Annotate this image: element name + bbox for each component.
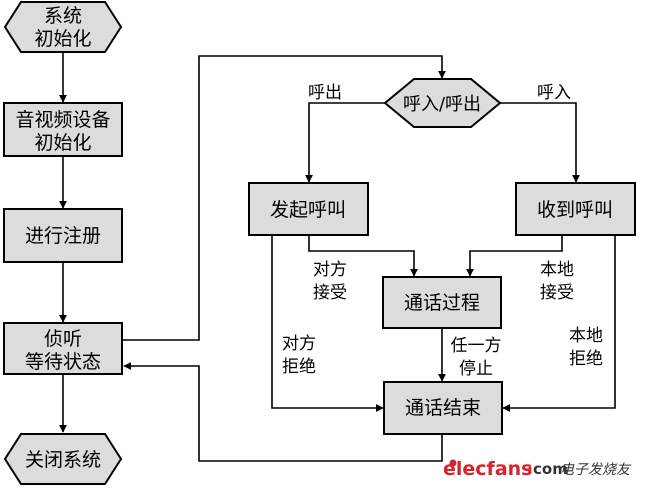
arrow-receive-reject-to-end-call bbox=[502, 235, 616, 412]
node-av-init-line2: 初始化 bbox=[34, 132, 91, 154]
label-remote-reject-1: 对方 bbox=[282, 334, 316, 354]
node-start-line1: 系统 bbox=[44, 5, 82, 27]
arrow-initiate-reject-to-end-call bbox=[271, 235, 384, 412]
label-local-accept-1: 本地 bbox=[540, 260, 574, 280]
node-av-init-line1: 音视频设备 bbox=[15, 109, 110, 131]
node-listen-line1: 侦听 bbox=[44, 328, 82, 350]
watermark-separator: · bbox=[527, 459, 533, 478]
connectors bbox=[59, 52, 616, 462]
label-call-out: 呼出 bbox=[308, 83, 342, 103]
label-local-reject-1: 本地 bbox=[569, 326, 603, 346]
label-remote-accept-1: 对方 bbox=[313, 260, 347, 280]
node-register-label: 进行注册 bbox=[25, 225, 101, 247]
node-end-call-label: 通话结束 bbox=[405, 397, 481, 419]
node-initiate: 发起呼叫 bbox=[248, 182, 369, 236]
label-either-stop-2: 停止 bbox=[459, 359, 493, 379]
watermark-brand: elecfans bbox=[443, 458, 532, 480]
watermark-logo: elecfans · com 电子发烧友 bbox=[443, 458, 632, 480]
node-in-call-label: 通话过程 bbox=[404, 292, 480, 314]
watermark-cn: 电子发烧友 bbox=[560, 462, 632, 478]
node-start-line2: 初始化 bbox=[34, 28, 91, 50]
label-remote-accept-2: 接受 bbox=[313, 283, 347, 303]
node-start: 系统 初始化 bbox=[3, 1, 123, 53]
node-in-call: 通话过程 bbox=[382, 276, 502, 329]
watermark-dot-icon bbox=[449, 459, 457, 467]
arrow-end-call-to-listen bbox=[123, 362, 443, 462]
label-local-accept-2: 接受 bbox=[540, 283, 574, 303]
node-register: 进行注册 bbox=[3, 208, 123, 263]
arrow-decision-to-receive bbox=[499, 102, 580, 183]
node-close: 关闭系统 bbox=[3, 433, 123, 485]
node-listen: 侦听 等待状态 bbox=[3, 322, 123, 375]
watermark-suffix: com bbox=[533, 460, 568, 478]
label-local-reject-2: 拒绝 bbox=[569, 349, 603, 369]
node-av-init: 音视频设备 初始化 bbox=[3, 102, 123, 157]
arrow-listen-to-decision bbox=[122, 55, 446, 341]
node-decision: 呼入/呼出 bbox=[383, 78, 502, 128]
arrow-decision-to-initiate bbox=[305, 102, 385, 183]
edge-labels: 呼出 呼入 对方 接受 本地 接受 对方 拒绝 本地 拒绝 任一方 停止 bbox=[282, 83, 603, 379]
node-receive-label: 收到呼叫 bbox=[537, 199, 613, 221]
node-decision-label: 呼入/呼出 bbox=[403, 94, 481, 115]
node-receive: 收到呼叫 bbox=[515, 182, 636, 236]
node-initiate-label: 发起呼叫 bbox=[270, 199, 346, 221]
label-call-in: 呼入 bbox=[537, 83, 571, 103]
arrow-receive-to-in-call bbox=[466, 235, 563, 277]
node-listen-line2: 等待状态 bbox=[25, 351, 101, 373]
node-close-label: 关闭系统 bbox=[25, 449, 101, 471]
node-end-call: 通话结束 bbox=[383, 381, 503, 435]
label-either-stop-1: 任一方 bbox=[451, 336, 502, 356]
label-remote-reject-2: 拒绝 bbox=[282, 357, 316, 377]
arrow-initiate-to-in-call bbox=[308, 235, 418, 277]
